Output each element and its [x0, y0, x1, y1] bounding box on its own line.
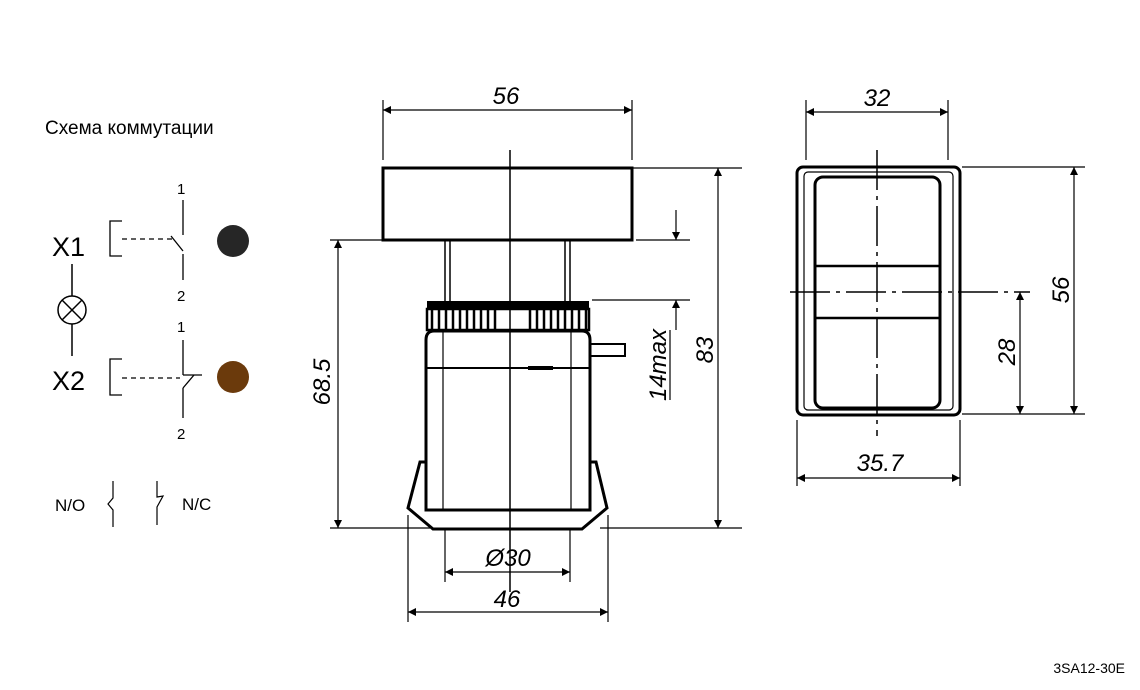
dim-height: 56: [1048, 276, 1075, 303]
plunger: [444, 240, 571, 301]
dimension-lines: [330, 100, 742, 622]
mounting-bezel: [406, 460, 609, 531]
dim-center-height: 28: [994, 338, 1021, 366]
front-view: 56 83 14max 68.5 Ø30 46: [309, 83, 742, 622]
schematic-title: Схема коммутации: [45, 118, 214, 139]
switching-schematic: Схема коммутации X1 X2 1 2 1: [45, 118, 249, 527]
pin-1-label: 1: [177, 319, 185, 336]
dim-width-bottom: 35.7: [857, 450, 905, 477]
dim-width-top: 32: [864, 85, 891, 112]
dim-width-top: 56: [493, 83, 520, 110]
pin-2-label: 2: [177, 426, 185, 443]
legend-nc-label: N/C: [182, 495, 211, 514]
legend-no-label: N/O: [55, 496, 85, 515]
terminal-tab: [589, 343, 626, 357]
black-button-indicator: [217, 225, 249, 257]
lamp-icon: [57, 264, 87, 356]
terminal-x2-label: X2: [52, 366, 85, 396]
dim-travel: 14max: [645, 328, 672, 401]
dim-height-total: 83: [692, 336, 719, 363]
nc-symbol-icon: [156, 481, 165, 525]
no-contact-icon: [109, 200, 184, 280]
pin-1-label: 1: [177, 181, 185, 198]
dim-height-body: 68.5: [309, 358, 336, 405]
button-cap: [381, 166, 634, 242]
no-symbol-icon: [107, 481, 114, 527]
dim-width-bottom: 46: [494, 586, 521, 613]
pin-2-label: 2: [177, 288, 185, 305]
brown-button-indicator: [217, 361, 249, 393]
nc-contact-icon: [109, 340, 202, 418]
model-number: 3SA12-30E: [1053, 660, 1125, 676]
outer-frame: [795, 165, 962, 417]
switch-body: [424, 329, 592, 512]
knurled-ring: [425, 301, 591, 332]
side-view: 32 56 28 35.7: [790, 85, 1085, 486]
dimension-lines: [796, 100, 1085, 486]
dim-diameter: Ø30: [484, 545, 531, 572]
terminal-x1-label: X1: [52, 232, 85, 262]
